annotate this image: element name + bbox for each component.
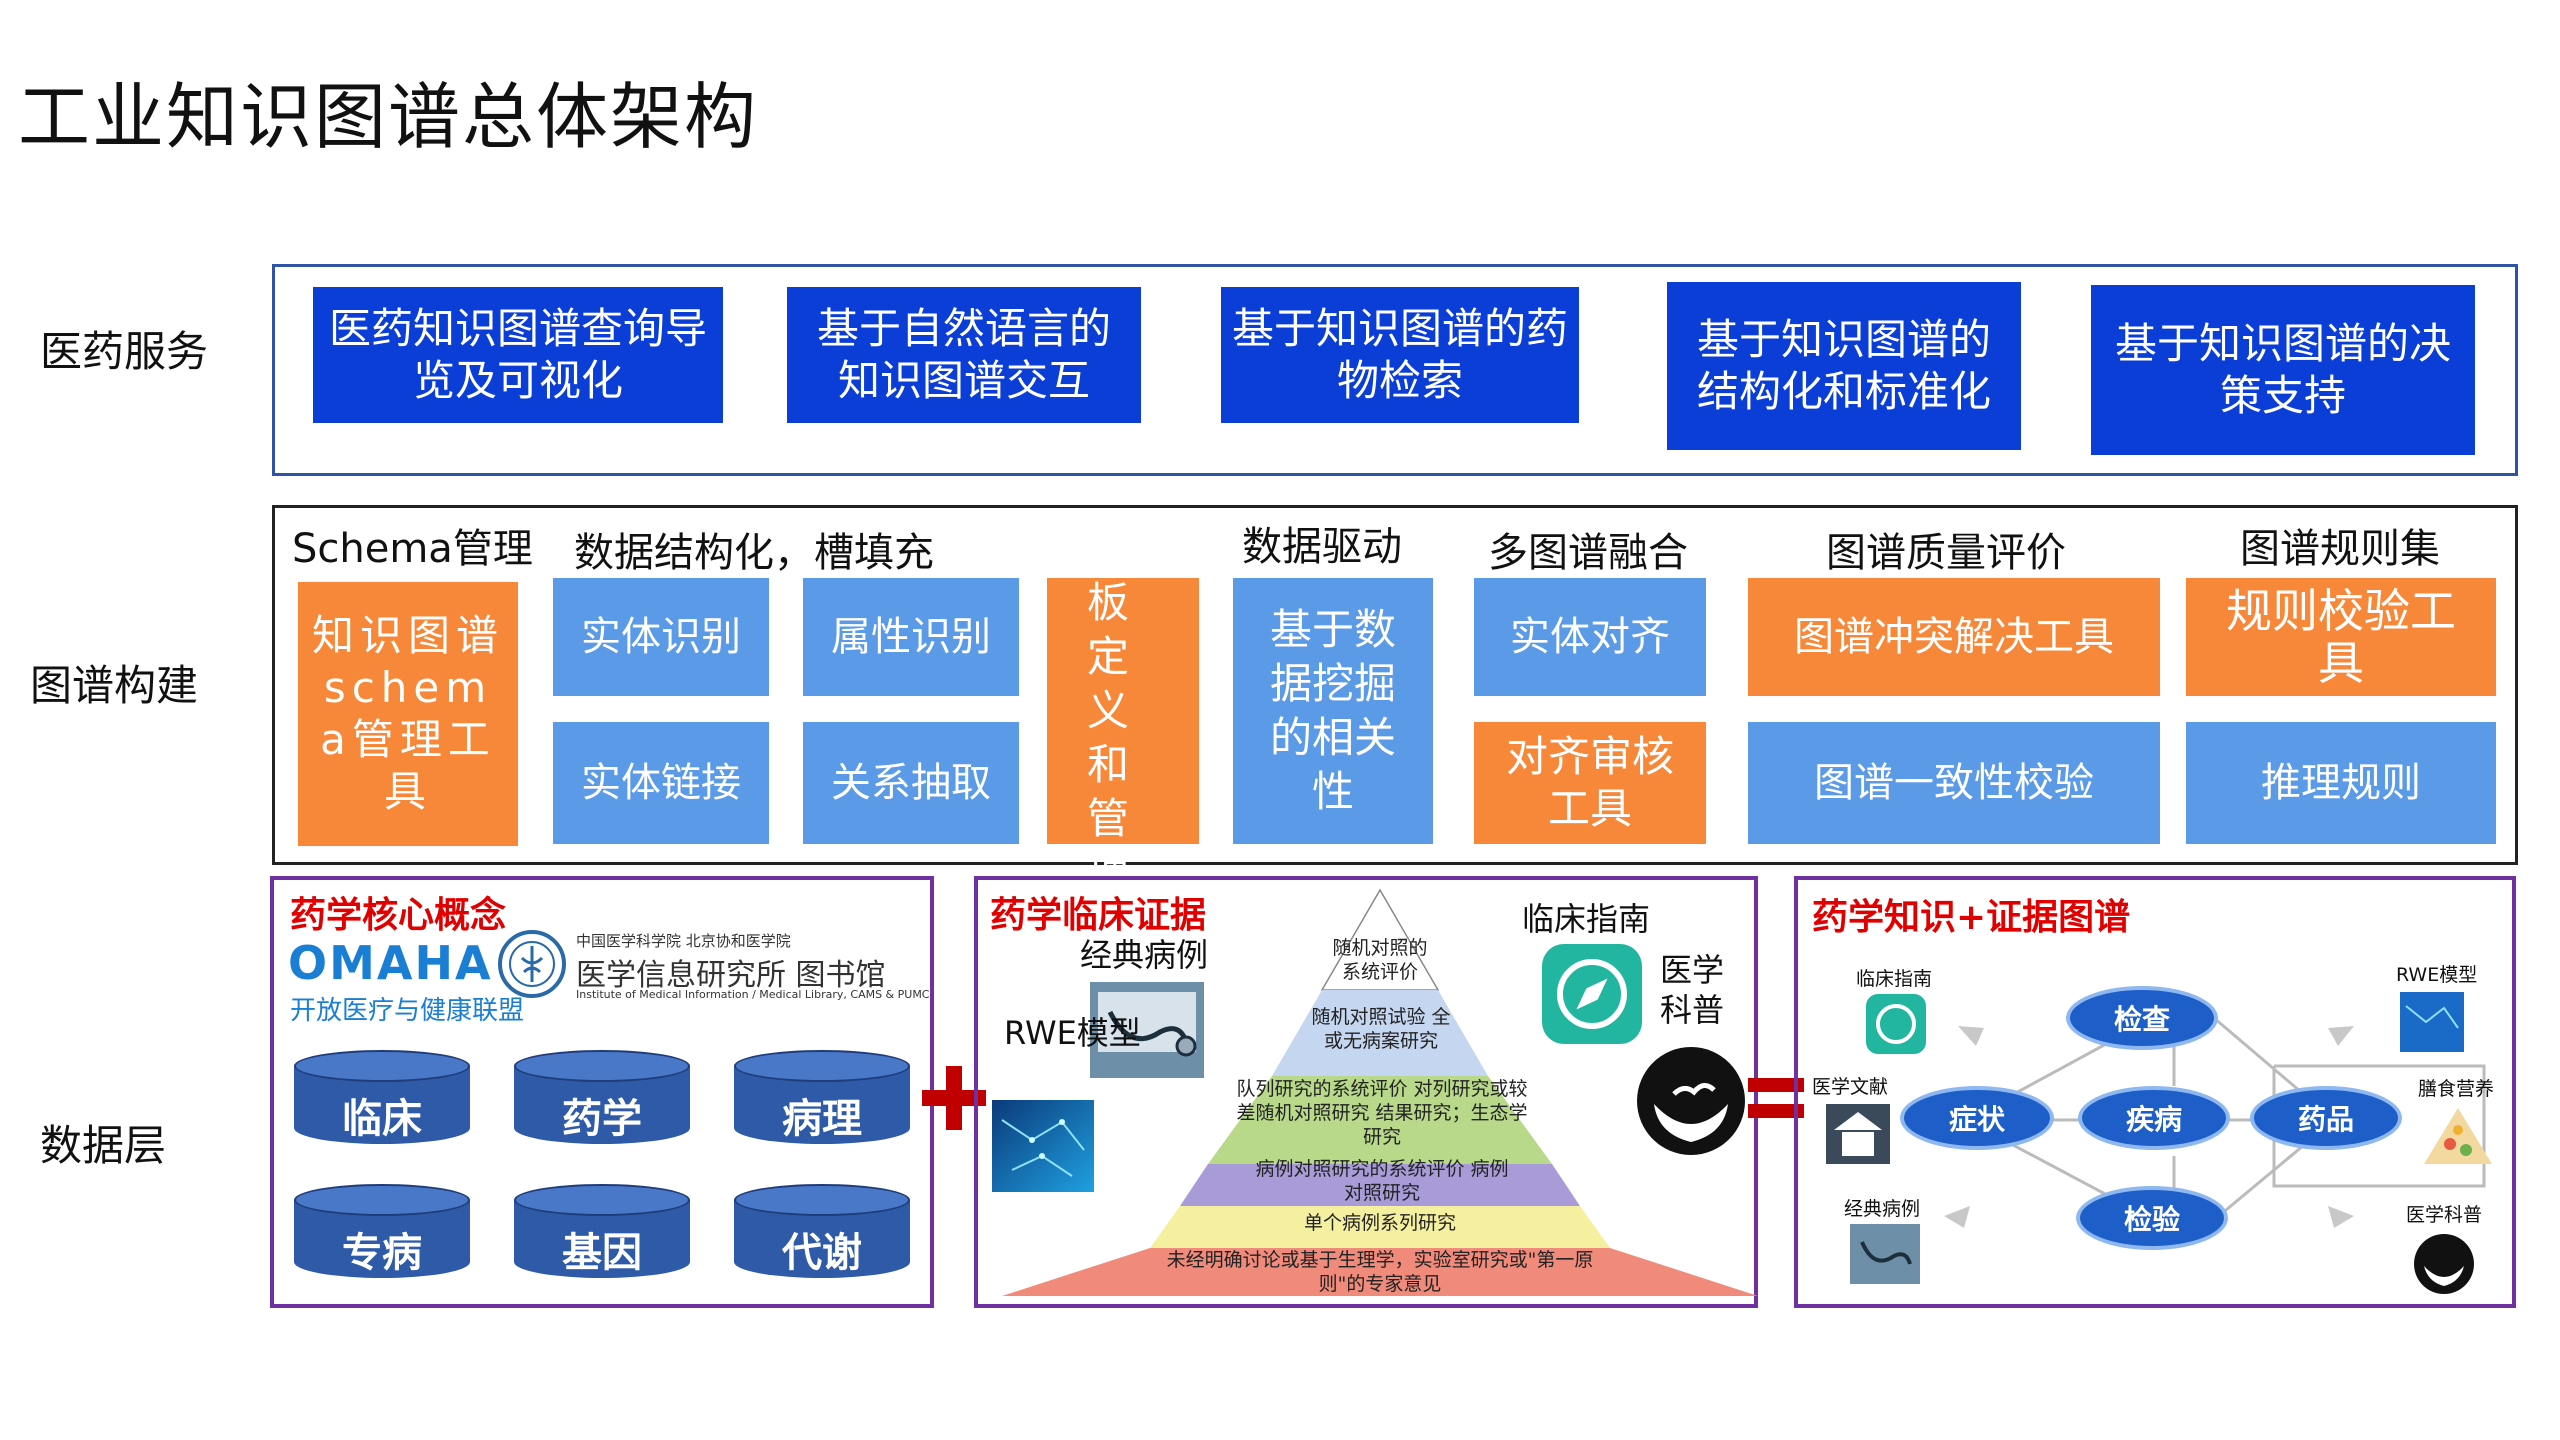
kg-food-icon bbox=[2424, 1108, 2492, 1164]
omaha-logo: OMAHA bbox=[288, 936, 493, 990]
service-decision-button[interactable]: 基于知识图谱的决策支持 bbox=[2091, 285, 2475, 455]
node-drug[interactable]: 药品 bbox=[2250, 1086, 2402, 1150]
guideline-label: 临床指南 bbox=[1522, 900, 1651, 938]
row-label-services: 医药服务 bbox=[40, 327, 209, 376]
pyramid-text-4: 病例对照研究的系统评价 病例对照研究 bbox=[1255, 1158, 1509, 1204]
cylinder-gene: 基因 bbox=[514, 1184, 690, 1294]
consistency-box[interactable]: 图谱一致性校验 bbox=[1748, 722, 2160, 844]
kg-stethoscope-icon bbox=[1850, 1224, 1920, 1284]
pyramid-text-6: 未经明确讨论或基于生理学，实验室研究或"第一原则"的专家意见 bbox=[1166, 1249, 1594, 1295]
pyramid-text-3: 队列研究的系统评价 对列研究或较差随机对照研究 结果研究；生态学研究 bbox=[1236, 1078, 1528, 1148]
kg-source-rwe: RWE模型 bbox=[2396, 964, 2478, 986]
header-quality: 图谱质量评价 bbox=[1826, 530, 2066, 576]
header-fusion: 多图谱融合 bbox=[1488, 530, 1688, 576]
institute-seal-icon bbox=[498, 930, 566, 998]
data-mining-box[interactable]: 基于数据挖掘的相关性 bbox=[1233, 578, 1433, 844]
header-structuring: 数据结构化，槽填充 bbox=[574, 530, 934, 576]
header-driven: 数据驱动 bbox=[1242, 524, 1402, 570]
pyramid-level-5 bbox=[1150, 1206, 1610, 1248]
cylinder-clinical: 临床 bbox=[294, 1050, 470, 1160]
kg-source-nutrition: 膳食营养 bbox=[2418, 1078, 2495, 1100]
pyramid-level-2 bbox=[1272, 990, 1488, 1076]
build-frame bbox=[272, 505, 2518, 865]
stethoscope-icon bbox=[1090, 982, 1204, 1078]
schema-tool-box[interactable]: 知识图谱schema管理工具 bbox=[298, 582, 518, 846]
template-box[interactable]: 模板定义和管理 bbox=[1047, 524, 1199, 897]
pyramid-level-6 bbox=[1002, 1248, 1758, 1296]
header-rules: 图谱规则集 bbox=[2240, 526, 2440, 572]
header-schema: Schema管理 bbox=[292, 526, 533, 572]
service-drug-search-button[interactable]: 基于知识图谱的药物检索 bbox=[1221, 287, 1579, 423]
rwe-model-icon bbox=[992, 1100, 1094, 1192]
popsci-label: 医学科普 bbox=[1660, 951, 1725, 1029]
evidence-pyramid bbox=[1002, 888, 1758, 1296]
rule-check-box[interactable]: 规则校验工具 bbox=[2186, 578, 2496, 696]
cylinder-pathology: 病理 bbox=[734, 1050, 910, 1160]
kg-source-cases: 经典病例 bbox=[1844, 1198, 1921, 1220]
kg-library-icon bbox=[1826, 1104, 1890, 1164]
pyramid-text-1: 随机对照的系统评价 bbox=[1332, 937, 1428, 983]
service-kg-query-button[interactable]: 医药知识图谱查询导览及可视化 bbox=[313, 287, 723, 423]
row-label-data: 数据层 bbox=[40, 1121, 167, 1170]
pyramid-text-2: 随机对照试验 全或无病案研究 bbox=[1311, 1006, 1451, 1052]
node-symptom[interactable]: 症状 bbox=[1900, 1086, 2054, 1150]
entity-alignment-box[interactable]: 实体对齐 bbox=[1474, 578, 1706, 696]
kg-popsci-icon bbox=[2414, 1234, 2474, 1294]
pyramid-level-3 bbox=[1208, 1076, 1552, 1164]
pyramid-text-5: 单个病例系列研究 bbox=[1303, 1212, 1456, 1234]
alignment-review-box[interactable]: 对齐审核工具 bbox=[1474, 722, 1706, 844]
compass-icon bbox=[1542, 944, 1642, 1044]
service-structuring-button[interactable]: 基于知识图谱的结构化和标准化 bbox=[1667, 282, 2021, 450]
kg-compass-icon bbox=[1866, 994, 1926, 1054]
entity-recognition-box[interactable]: 实体识别 bbox=[553, 578, 769, 696]
service-nl-interaction-button[interactable]: 基于自然语言的知识图谱交互 bbox=[787, 287, 1141, 423]
institute-en: Institute of Medical Information / Medic… bbox=[576, 988, 930, 1001]
pyramid-level-4 bbox=[1180, 1164, 1580, 1206]
institute-top-text: 中国医学科学院 北京协和医学院 bbox=[576, 932, 791, 950]
equals-icon bbox=[1748, 1078, 1804, 1118]
entity-linking-box[interactable]: 实体链接 bbox=[553, 722, 769, 844]
node-test[interactable]: 检验 bbox=[2076, 1186, 2228, 1250]
cylinder-metabolism: 代谢 bbox=[734, 1184, 910, 1294]
conflict-tool-box[interactable]: 图谱冲突解决工具 bbox=[1748, 578, 2160, 696]
institute-name: 医学信息研究所 图书馆 bbox=[576, 958, 886, 993]
kg-rwe-icon bbox=[2400, 992, 2464, 1052]
cylinder-pharmacy: 药学 bbox=[514, 1050, 690, 1160]
relation-extraction-box[interactable]: 关系抽取 bbox=[803, 722, 1019, 844]
omaha-subtitle: 开放医疗与健康联盟 bbox=[290, 996, 525, 1026]
plus-icon bbox=[922, 1066, 986, 1130]
row-label-build: 图谱构建 bbox=[30, 661, 199, 710]
kg-source-guideline: 临床指南 bbox=[1856, 968, 1933, 990]
kg-panel bbox=[1794, 876, 2516, 1308]
kg-source-literature: 医学文献 bbox=[1812, 1076, 1889, 1098]
services-frame bbox=[272, 264, 2518, 476]
attribute-recognition-box[interactable]: 属性识别 bbox=[803, 578, 1019, 696]
reasoning-box[interactable]: 推理规则 bbox=[2186, 722, 2496, 844]
cylinder-specialty: 专病 bbox=[294, 1184, 470, 1294]
kg-source-popsci: 医学科普 bbox=[2406, 1204, 2483, 1226]
classic-cases-label: 经典病例 bbox=[1080, 936, 1209, 974]
kg-title: 药学知识+证据图谱 bbox=[1812, 897, 2131, 938]
popsci-logo-icon bbox=[1637, 1047, 1745, 1155]
node-disease[interactable]: 疾病 bbox=[2078, 1086, 2230, 1150]
core-concepts-title: 药学核心概念 bbox=[290, 895, 507, 936]
page-title: 工业知识图谱总体架构 bbox=[18, 75, 759, 159]
clinical-evidence-title: 药学临床证据 bbox=[990, 895, 1207, 936]
node-exam[interactable]: 检查 bbox=[2066, 986, 2218, 1050]
